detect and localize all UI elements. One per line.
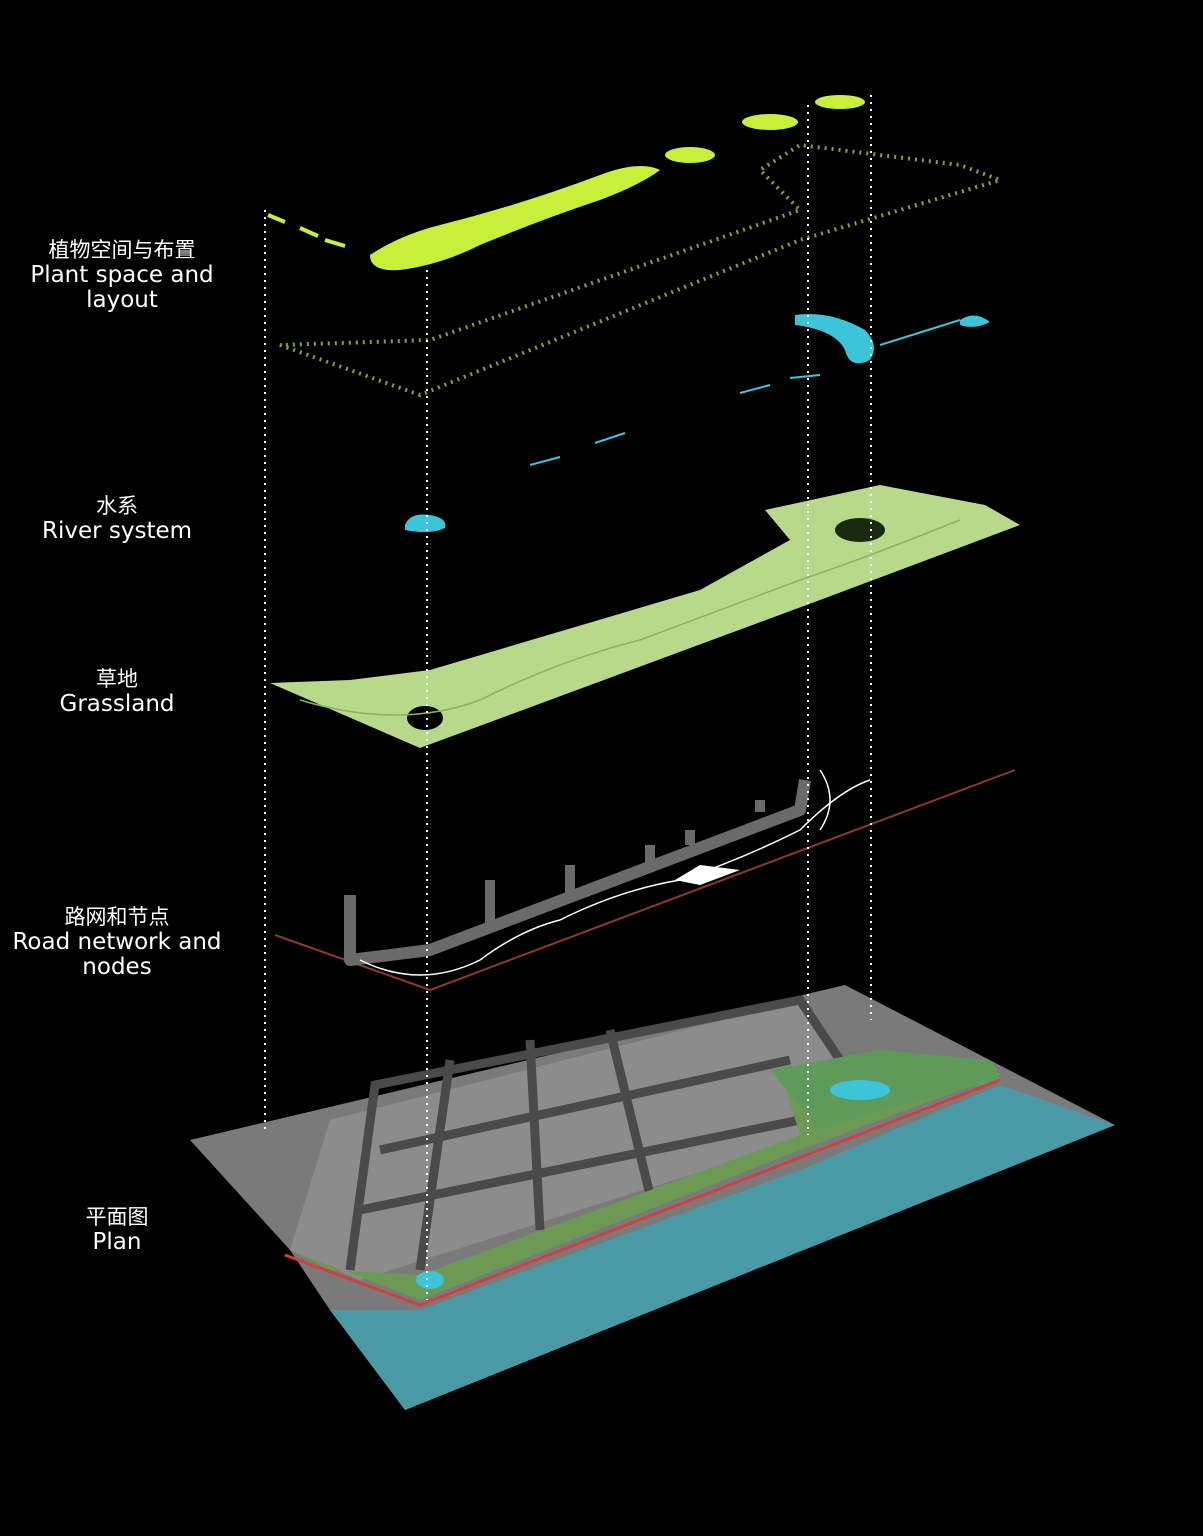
plant-mass <box>815 95 865 109</box>
label-en: Road network and nodes <box>12 929 222 980</box>
grassland-strip <box>270 485 1020 748</box>
road-red-line <box>274 769 1016 992</box>
plant-mass-main <box>370 166 660 271</box>
grassland-pond-hole <box>407 706 443 730</box>
water-lake <box>795 314 874 364</box>
plan-lake <box>830 1080 890 1100</box>
plant-west-patches <box>267 213 346 248</box>
label-en: River system <box>41 518 193 544</box>
label-zh: 平面图 <box>85 1205 149 1229</box>
grassland-lake-hole <box>835 518 885 542</box>
plan-pond <box>416 1271 444 1289</box>
guide-lines <box>264 95 872 1300</box>
plan-river <box>330 1085 1115 1410</box>
footpaths <box>359 769 871 976</box>
road-spurs <box>485 800 765 925</box>
label-plant-space: 植物空间与布置 Plant space and layout <box>2 238 242 313</box>
grassland-layer <box>270 485 1020 748</box>
label-en: Plant space and layout <box>30 262 214 313</box>
river-system-layer <box>405 314 990 533</box>
road-network-layer <box>274 769 1016 992</box>
label-zh: 水系 <box>96 494 138 518</box>
road-node-building <box>675 865 740 885</box>
plan-layer <box>190 985 1115 1410</box>
label-en: Plan <box>92 1229 142 1255</box>
label-road-network: 路网和节点 Road network and nodes <box>0 905 237 980</box>
label-zh: 草地 <box>96 667 138 691</box>
label-plan: 平面图 Plan <box>0 1205 237 1255</box>
label-grassland: 草地 Grassland <box>0 667 237 717</box>
water-pond <box>405 514 446 533</box>
label-zh: 路网和节点 <box>64 905 170 929</box>
label-zh: 植物空间与布置 <box>48 238 196 262</box>
grassland-paths <box>299 519 961 716</box>
water-east-pond <box>960 315 990 327</box>
label-en: Grassland <box>59 691 175 717</box>
main-road <box>344 779 811 966</box>
plant-mass <box>742 114 798 130</box>
label-river-system: 水系 River system <box>0 494 237 544</box>
water-channel <box>529 319 961 466</box>
plan-red-path <box>284 1078 1001 1307</box>
plant-mass <box>665 147 715 163</box>
plant-space-layer <box>267 95 1007 398</box>
plant-tree-dots <box>279 142 1007 398</box>
